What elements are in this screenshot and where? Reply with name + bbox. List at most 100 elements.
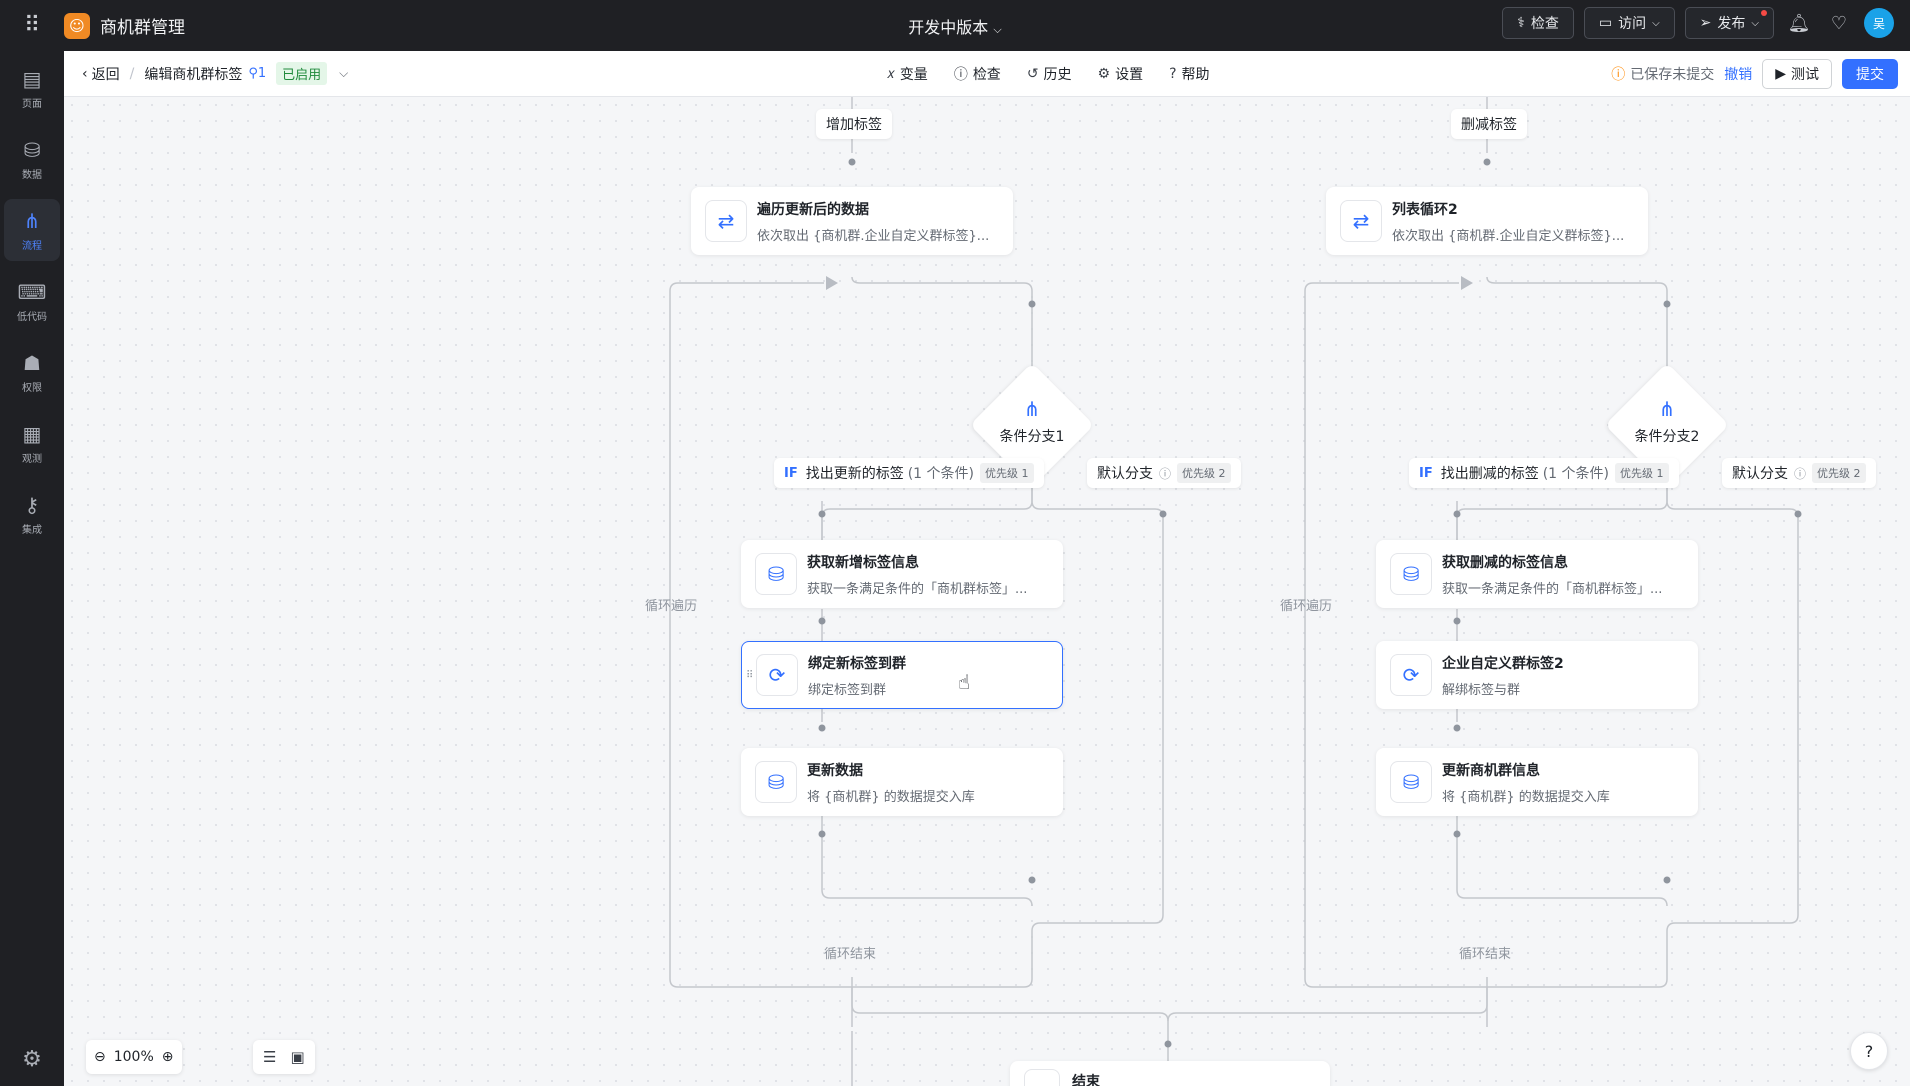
visit-button[interactable]: ▭ 访问 ⌵ [1583,7,1675,39]
condition-count: (1 个条件) [1542,466,1609,482]
version-label[interactable]: 开发中版本 [908,18,989,37]
condition-branch-node[interactable]: ⋔ 条件分支1 [969,362,1095,488]
chevron-left-icon: ‹ [82,65,88,82]
bind-tag-node[interactable]: ⠿ ⟳ 绑定新标签到群 绑定标签到群 ☝ [741,641,1063,709]
avatar[interactable]: 吴 [1864,8,1894,38]
gear-icon[interactable]: ⚙ [22,1047,42,1072]
zoom-out-icon[interactable]: ⊖ [94,1049,106,1065]
drag-handle-icon[interactable]: ⠿ [746,670,754,681]
if-icon: IF [1419,465,1433,481]
loop-traverse-label: 循环遍历 [645,599,698,614]
key-icon: ⚷ [24,492,40,517]
branch-label: 条件分支2 [1634,429,1700,445]
status-badge: 已启用 [276,62,328,85]
lightbulb-icon[interactable]: ♡ [1830,12,1848,34]
node-title: 获取删减的标签信息 [1442,554,1568,571]
condition-branch-node[interactable]: ⋔ 条件分支2 [1604,362,1730,488]
end-node[interactable]: 结束 [1010,1061,1330,1086]
loop-traverse-label: 循环遍历 [1280,599,1333,614]
sidebar-item-data[interactable]: ⛁ 数据 [4,128,60,190]
undo-link[interactable]: 撤销 [1724,67,1753,83]
default-branch-header[interactable]: 默认分支 ⓘ 优先级 2 [1722,458,1876,488]
sidebar-item-pages[interactable]: ▤ 页面 [4,57,60,119]
node-subtitle: 依次取出 {商机群.企业自定义群标签}... [1392,228,1625,244]
node-title: 获取新增标签信息 [807,554,919,571]
monitor-icon: ▭ [1598,15,1613,31]
update-data-node[interactable]: ⛁ 更新商机群信息 将 {商机群} 的数据提交入库 [1376,748,1698,816]
settings-button[interactable]: ⚙设置 [1098,64,1144,84]
bell-icon[interactable]: 🔔︎ [1787,12,1811,34]
auto-layout-icon[interactable]: ☰ [263,1048,277,1066]
history-button[interactable]: ↺历史 [1027,64,1072,84]
default-branch-title: 默认分支 [1097,466,1153,482]
users-icon: ☗ [23,350,41,375]
zoom-in-icon[interactable]: ⊕ [161,1049,174,1065]
loop-end-label: 循环结束 [1459,947,1512,962]
publish-button[interactable]: ➢ 发布 ⌵ [1684,7,1774,39]
get-record-node[interactable]: ⛁ 获取新增标签信息 获取一条满足条件的「商机群标签」... [741,540,1063,608]
check-button[interactable]: ⚕ 检查 [1502,7,1574,39]
minimap-icon[interactable]: ▣ [290,1048,305,1066]
branch-icon: ⋔ [1658,397,1676,421]
get-record-node[interactable]: ⛁ 获取删减的标签信息 获取一条满足条件的「商机群标签」... [1376,540,1698,608]
version-link[interactable]: ⚲1 [248,66,266,81]
flow-canvas[interactable]: 增加标签 ⇄ 遍历更新后的数据 依次取出 {商机群.企业自定义群标签}... ⋔… [64,97,1910,1086]
info-icon[interactable]: ⓘ [1794,466,1807,481]
database-update-icon: ⛁ [1390,761,1432,803]
help-button[interactable]: ?帮助 [1169,64,1209,84]
chevron-down-icon[interactable]: ⌵ [993,23,1002,36]
update-data-node[interactable]: ⛁ 更新数据 将 {商机群} 的数据提交入库 [741,748,1063,816]
sidebar: ▤ 页面 ⛁ 数据 ⋔ 流程 ⌨ 低代码 ☗ 权限 ▦ 观测 ⚷ 集成 ⚙ [0,51,64,1086]
tool-label: 检查 [972,67,1001,83]
sidebar-item-permissions[interactable]: ☗ 权限 [4,341,60,403]
warning-icon: ⓘ [1611,67,1626,83]
condition-count: (1 个条件) [907,466,974,482]
gear-icon: ⚙ [1097,66,1111,82]
publish-notification-dot [1761,10,1767,16]
priority-badge: 优先级 2 [1177,463,1231,483]
loop-icon: ⇄ [1340,200,1382,242]
info-icon[interactable]: ⓘ [1159,466,1172,481]
sidebar-item-flow[interactable]: ⋔ 流程 [4,199,60,261]
node-subtitle: 将 {商机群} 的数据提交入库 [1442,789,1610,805]
play-icon: ▶ [1775,66,1786,82]
back-button[interactable]: ‹ 返回 [82,64,120,84]
hand-cursor-icon: ☝ [958,670,971,694]
database-update-icon: ⛁ [755,761,797,803]
canvas-tools: ☰ ▣ [253,1040,315,1074]
default-branch-header[interactable]: 默认分支 ⓘ 优先级 2 [1087,458,1241,488]
if-branch-title: 找出更新的标签 [805,466,904,482]
sidebar-item-label: 数据 [22,169,42,181]
loop-end-label: 循环结束 [824,947,877,962]
help-floating-button[interactable]: ? [1850,1032,1888,1070]
submit-button[interactable]: 提交 [1842,59,1898,89]
node-subtitle: 将 {商机群} 的数据提交入库 [807,789,975,805]
branch-label: 条件分支1 [999,429,1065,445]
sidebar-item-label: 页面 [22,98,42,110]
unbind-tag-node[interactable]: ⟳ 企业自定义群标签2 解绑标签与群 [1376,641,1698,709]
tool-label: 设置 [1115,67,1144,83]
connector-icon: ⟳ [1390,654,1432,696]
chevron-down-icon[interactable]: ⌵ [339,66,349,80]
if-branch-header[interactable]: IF 找出删减的标签 (1 个条件) 优先级 1 [1409,458,1679,488]
sidebar-item-lowcode[interactable]: ⌨ 低代码 [4,270,60,332]
apps-grid-icon[interactable]: ⠿ [23,13,41,38]
loop-node[interactable]: ⇄ 遍历更新后的数据 依次取出 {商机群.企业自定义群标签}... [691,187,1013,255]
loop-icon: ⇄ [705,200,747,242]
help-circle-icon: ? [1169,66,1177,82]
connector-icon: ⟳ [756,654,798,696]
sidebar-item-monitor[interactable]: ▦ 观测 [4,412,60,474]
sidebar-item-integration[interactable]: ⚷ 集成 [4,483,60,545]
if-branch-header[interactable]: IF 找出更新的标签 (1 个条件) 优先级 1 [774,458,1044,488]
stethoscope-icon: ⚕ [1517,15,1525,31]
version-number: 1 [257,66,267,81]
chevron-down-icon: ⌵ [1751,17,1759,29]
zoom-level[interactable]: 100% [113,1049,154,1065]
branch-header-remove[interactable]: 删减标签 [1451,109,1527,139]
test-button[interactable]: ▶测试 [1762,59,1832,89]
branch-header-add[interactable]: 增加标签 [816,109,892,139]
loop-node[interactable]: ⇄ 列表循环2 依次取出 {商机群.企业自定义群标签}... [1326,187,1648,255]
